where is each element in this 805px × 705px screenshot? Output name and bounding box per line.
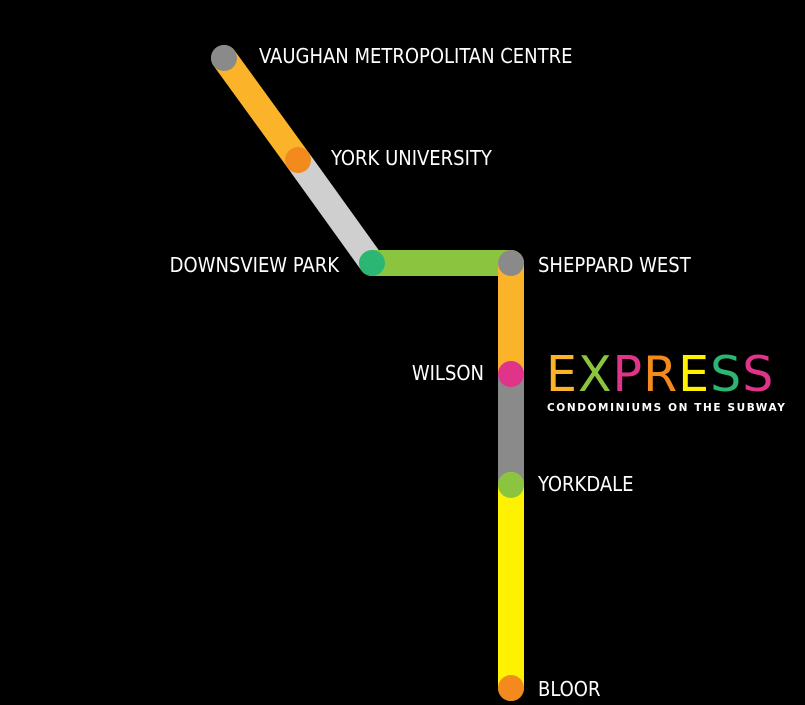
express-logo-letter: S xyxy=(710,346,742,403)
express-logo-letter: P xyxy=(613,346,644,403)
express-logo-word: EXPRESS xyxy=(546,346,774,403)
express-logo-letter: E xyxy=(546,346,578,403)
station-label-yorkdale: YORKDALE xyxy=(537,472,634,496)
station-dot-vaughan xyxy=(211,45,237,71)
express-logo-letter: S xyxy=(742,346,774,403)
express-logo-letter: R xyxy=(643,346,678,403)
express-logo: EXPRESS CONDOMINIUMS ON THE SUBWAY xyxy=(546,346,786,414)
station-label-vaughan: VAUGHAN METROPOLITAN CENTRE xyxy=(259,44,573,68)
station-labels: VAUGHAN METROPOLITAN CENTRE YORK UNIVERSI… xyxy=(170,44,692,701)
line-segment-york-university-to-downsview-park xyxy=(285,147,385,276)
station-label-bloor: BLOOR xyxy=(538,677,600,701)
station-label-york-university: YORK UNIVERSITY xyxy=(330,146,493,170)
station-label-wilson: WILSON xyxy=(412,361,484,385)
line-segment-vaughan-to-york-university xyxy=(211,45,311,173)
station-dot-wilson xyxy=(498,361,524,387)
station-label-sheppard-west: SHEPPARD WEST xyxy=(538,253,692,277)
station-dot-york-university xyxy=(285,147,311,173)
station-dot-bloor xyxy=(498,675,524,701)
line-segments xyxy=(211,45,524,701)
station-dot-yorkdale xyxy=(498,472,524,498)
express-logo-tagline: CONDOMINIUMS ON THE SUBWAY xyxy=(547,402,786,414)
station-label-downsview-park: DOWNSVIEW PARK xyxy=(170,253,341,277)
express-logo-letter: E xyxy=(678,346,710,403)
station-dot-sheppard-west xyxy=(498,250,524,276)
station-markers xyxy=(211,45,524,701)
express-logo-letter: X xyxy=(578,346,613,403)
station-dot-downsview-park xyxy=(359,250,385,276)
